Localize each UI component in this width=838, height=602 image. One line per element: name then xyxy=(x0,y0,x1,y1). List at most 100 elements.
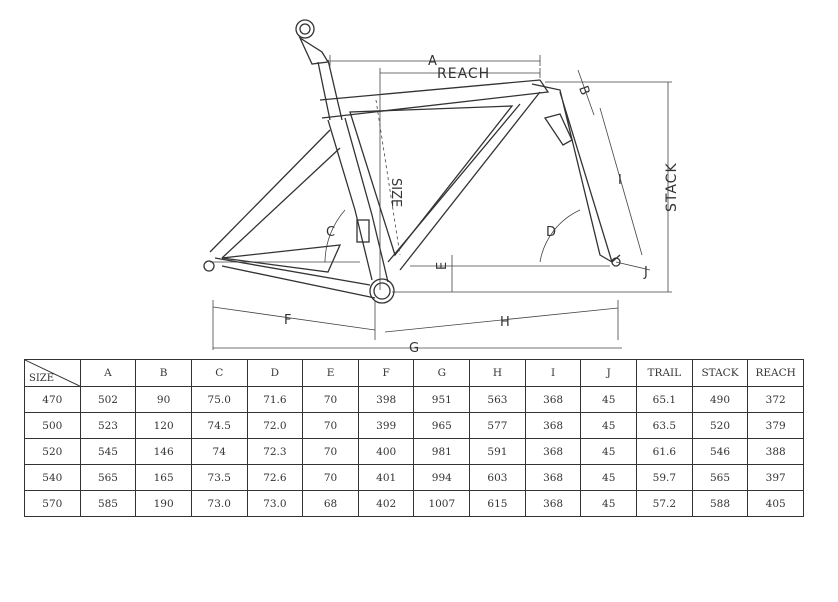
table-cell: 565 xyxy=(691,464,749,491)
table-cell: 73.0 xyxy=(246,490,304,517)
label-d: D xyxy=(546,225,556,240)
table-cell: 73.0 xyxy=(190,490,248,517)
table-cell: 372 xyxy=(747,386,804,413)
table-cell: 368 xyxy=(524,412,582,439)
table-cell: 146 xyxy=(135,438,192,465)
table-cell: 585 xyxy=(79,490,137,517)
frame-drawing xyxy=(203,19,621,304)
main-triangle xyxy=(349,105,514,257)
table-cell: 520 xyxy=(24,438,81,465)
rear-dropout xyxy=(203,260,215,272)
table-cell: 61.6 xyxy=(636,438,693,465)
table-cell: 951 xyxy=(413,386,471,413)
dimension-lines xyxy=(210,55,672,350)
table-cell: 45 xyxy=(580,412,638,439)
col-header-size: SIZE xyxy=(24,359,81,387)
table-cell: 981 xyxy=(413,438,471,465)
table-cell: 120 xyxy=(135,412,192,439)
table-cell: 400 xyxy=(357,438,415,465)
table-cell: 45 xyxy=(580,438,638,465)
bottom-bracket xyxy=(369,278,395,304)
saddle-clamp xyxy=(295,19,315,39)
table-cell: 70 xyxy=(302,464,359,491)
table-cell: 470 xyxy=(24,386,81,413)
table-header-row: SIZE A B C D E F G H I J TRAIL STACK REA… xyxy=(24,359,804,387)
label-j: J xyxy=(643,265,648,280)
col-header-trail: TRAIL xyxy=(636,359,693,387)
table-cell: 520 xyxy=(691,412,749,439)
table-cell: 68 xyxy=(302,490,359,517)
head-tube-fork xyxy=(531,83,621,263)
table-cell: 523 xyxy=(79,412,137,439)
table-cell: 45 xyxy=(580,386,638,413)
table-cell: 398 xyxy=(357,386,415,413)
dimension-labels: A REACH B STACK SIZE I C D E J F H G xyxy=(284,54,680,356)
table-cell: 399 xyxy=(357,412,415,439)
table-cell: 73.5 xyxy=(190,464,248,491)
seat-stay xyxy=(209,129,341,259)
table-cell: 368 xyxy=(524,438,582,465)
chain-stay xyxy=(214,257,376,299)
label-f: F xyxy=(284,313,291,328)
label-c: C xyxy=(326,225,335,240)
col-header-j: J xyxy=(580,359,638,387)
col-header-f: F xyxy=(357,359,415,387)
cable-port xyxy=(356,219,370,243)
table-cell: 402 xyxy=(357,490,415,517)
table-cell: 1007 xyxy=(413,490,471,517)
table-cell: 591 xyxy=(469,438,526,465)
table-cell: 75.0 xyxy=(190,386,248,413)
col-header-g: G xyxy=(413,359,471,387)
col-header-a: A xyxy=(79,359,137,387)
bike-frame-diagram: A REACH B STACK SIZE I C D E J F H G xyxy=(203,19,680,356)
label-b: B xyxy=(575,84,592,98)
table-cell: 405 xyxy=(747,490,804,517)
diagonal-divider xyxy=(25,360,80,386)
label-size: SIZE xyxy=(388,178,403,207)
col-header-stack: STACK xyxy=(691,359,749,387)
table-cell: 70 xyxy=(302,386,359,413)
table-cell: 603 xyxy=(469,464,526,491)
label-h: H xyxy=(500,315,510,330)
table-cell: 546 xyxy=(691,438,749,465)
table-cell: 565 xyxy=(79,464,137,491)
table-cell: 165 xyxy=(135,464,192,491)
table-cell: 65.1 xyxy=(636,386,693,413)
geometry-table: SIZE A B C D E F G H I J TRAIL STACK REA… xyxy=(24,359,804,517)
table-cell: 388 xyxy=(747,438,804,465)
table-cell: 70 xyxy=(302,438,359,465)
col-header-e: E xyxy=(302,359,359,387)
table-cell: 72.6 xyxy=(246,464,304,491)
down-tube xyxy=(387,91,541,271)
label-a: A xyxy=(428,54,437,69)
table-cell: 965 xyxy=(413,412,471,439)
col-header-d: D xyxy=(246,359,304,387)
table-cell: 74.5 xyxy=(190,412,248,439)
table-cell: 45 xyxy=(580,490,638,517)
table-cell: 500 xyxy=(24,412,81,439)
table-cell: 540 xyxy=(24,464,81,491)
table-cell: 563 xyxy=(469,386,526,413)
table-cell: 490 xyxy=(691,386,749,413)
label-i: I xyxy=(618,173,622,188)
col-header-h: H xyxy=(469,359,526,387)
table-cell: 502 xyxy=(79,386,137,413)
label-reach: REACH xyxy=(437,66,490,82)
label-stack: STACK xyxy=(664,162,680,212)
seatpost-head xyxy=(298,36,330,65)
seatpost xyxy=(317,59,343,121)
table-cell: 401 xyxy=(357,464,415,491)
table-cell: 45 xyxy=(580,464,638,491)
table-cell: 368 xyxy=(524,386,582,413)
table-cell: 397 xyxy=(747,464,804,491)
table-cell: 70 xyxy=(302,412,359,439)
rear-triangle xyxy=(221,244,342,273)
table-cell: 368 xyxy=(524,490,582,517)
table-cell: 577 xyxy=(469,412,526,439)
table-cell: 588 xyxy=(691,490,749,517)
table-cell: 545 xyxy=(79,438,137,465)
